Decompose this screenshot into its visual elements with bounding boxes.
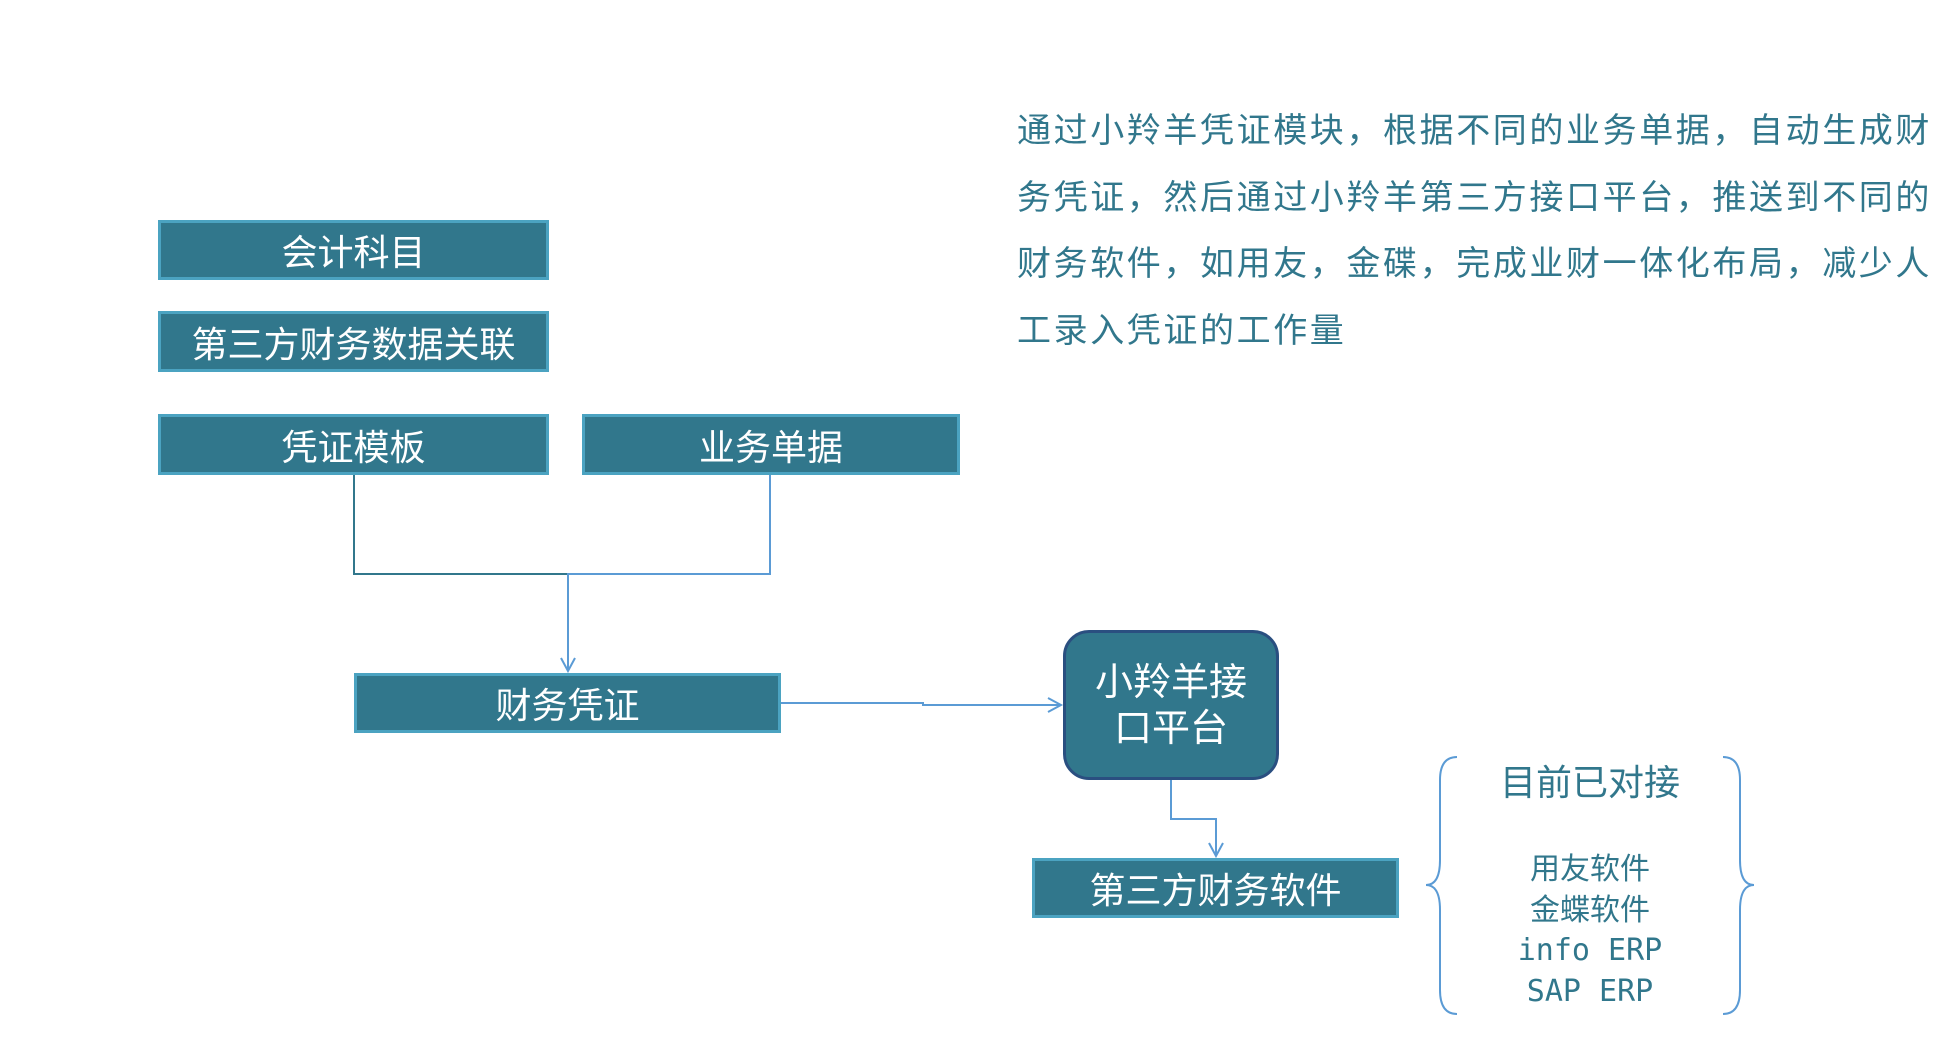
description-text: 通过小羚羊凭证模块，根据不同的业务单据，自动生成财 务凭证，然后通过小羚羊第三方… xyxy=(1017,98,1932,364)
node-voucher-template: 凭证模板 xyxy=(158,414,549,475)
connector-template-to-voucher xyxy=(353,475,568,575)
connected-item: 金蝶软件 xyxy=(1530,892,1650,928)
connector-voucher-to-platform xyxy=(781,702,1061,706)
connected-title: 目前已对接 xyxy=(1499,763,1680,804)
connected-item: SAP ERP xyxy=(1526,973,1654,1009)
node-financial-voucher: 财务凭证 xyxy=(354,673,781,733)
connected-item: 用友软件 xyxy=(1530,852,1650,887)
arrowhead-voucher xyxy=(560,657,576,674)
right-brace-icon xyxy=(1722,756,1755,1015)
arrowhead-platform xyxy=(1047,697,1064,713)
description-line: 通过小羚羊凭证模块，根据不同的业务单据，自动生成财 xyxy=(1017,111,1932,151)
arrowhead-software xyxy=(1208,842,1224,859)
connected-item: info ERP xyxy=(1517,933,1663,968)
node-business-documents: 业务单据 xyxy=(582,414,960,475)
platform-label-line1: 小羚羊接 xyxy=(1094,660,1247,704)
node-third-party-data-link: 第三方财务数据关联 xyxy=(158,311,549,372)
connected-list: 用友软件 金蝶软件 info ERP SAP ERP xyxy=(1460,850,1720,1012)
platform-label-line2: 口平台 xyxy=(1113,706,1228,750)
left-brace-icon xyxy=(1425,756,1458,1015)
description-line: 财务软件，如用友，金碟，完成业财一体化布局，减少人 xyxy=(1017,244,1932,284)
node-third-party-software: 第三方财务软件 xyxy=(1032,858,1399,918)
connector-documents-to-voucher xyxy=(567,475,771,671)
node-interface-platform: 小羚羊接 口平台 xyxy=(1063,630,1279,780)
description-line: 工录入凭证的工作量 xyxy=(1017,310,1347,351)
description-line: 务凭证，然后通过小羚羊第三方接口平台，推送到不同的 xyxy=(1017,177,1932,218)
node-accounting-subjects: 会计科目 xyxy=(158,220,549,280)
connector-platform-to-software xyxy=(1170,780,1217,856)
